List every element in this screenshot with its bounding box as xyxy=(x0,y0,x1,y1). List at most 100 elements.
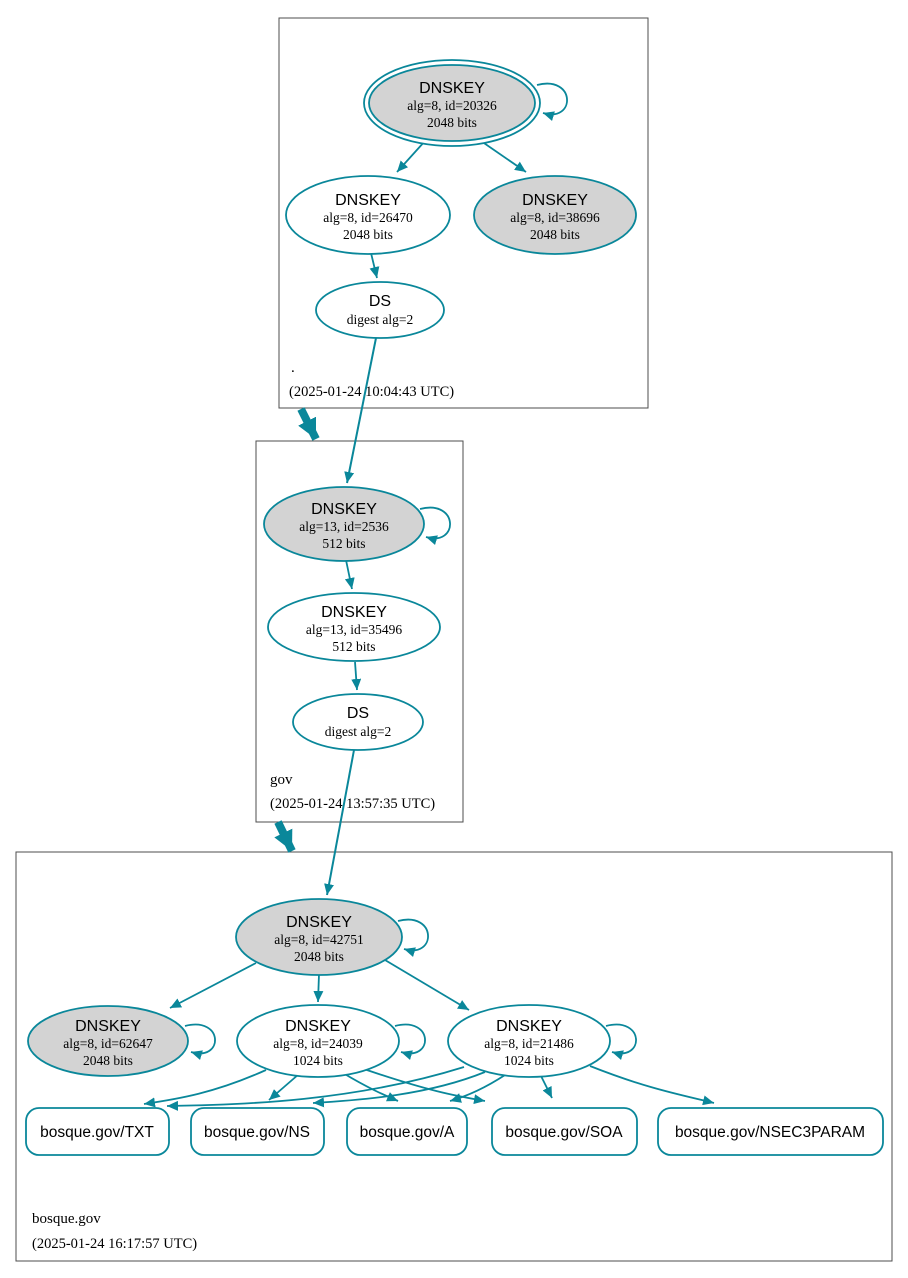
edge-zsk1-to-soa xyxy=(360,1067,486,1105)
zone-label-gov: gov xyxy=(270,772,293,788)
node-bits: 512 bits xyxy=(332,639,375,654)
edge-zsk2-to-txt xyxy=(166,1066,465,1111)
edge-bosque-ksk-to-key2 xyxy=(169,962,257,1009)
edge-root-ksk-selfloop xyxy=(536,82,568,121)
dnskey-ellipse-inner xyxy=(368,64,536,142)
node-detail: alg=8, id=24039 xyxy=(273,1036,363,1051)
node-bits: 2048 bits xyxy=(427,115,477,130)
dnskey-node-bosque-ksk[interactable]: DNSKEY alg=8, id=42751 2048 bits xyxy=(235,898,403,976)
rrset-node-ns[interactable]: bosque.gov/NS xyxy=(190,1107,325,1156)
edge-zsk2-to-nsec3param xyxy=(589,1065,715,1106)
zone-label-bosque: bosque.gov xyxy=(32,1211,101,1227)
node-detail: alg=8, id=20326 xyxy=(407,98,497,113)
dnskey-node-bosque-zsk1[interactable]: DNSKEY alg=8, id=24039 1024 bits xyxy=(236,1004,400,1078)
dnskey-node-root-ksk[interactable]: DNSKEY alg=8, id=20326 2048 bits xyxy=(363,59,541,147)
node-title: DNSKEY xyxy=(522,192,588,209)
node-detail: alg=8, id=21486 xyxy=(484,1036,574,1051)
edge-bosque-ksk-to-zsk2 xyxy=(384,959,470,1011)
node-detail: alg=8, id=26470 xyxy=(323,210,413,225)
node-detail: digest alg=2 xyxy=(325,724,391,739)
dnskey-node-root-standby[interactable]: DNSKEY alg=8, id=38696 2048 bits xyxy=(473,175,637,255)
edge-zsk2-to-a xyxy=(449,1074,506,1103)
edge-zsk1-to-txt xyxy=(143,1069,267,1108)
ds-node-gov[interactable]: DS digest alg=2 xyxy=(292,693,424,751)
node-detail: alg=8, id=42751 xyxy=(274,932,363,947)
dnskey-ellipse xyxy=(263,486,425,562)
edge-zsk2-to-soa xyxy=(540,1075,553,1099)
node-bits: 2048 bits xyxy=(530,227,580,242)
edge-gov-ds-to-bosque-ksk xyxy=(324,749,355,896)
rrset-rect xyxy=(190,1107,325,1156)
edge-gov-ksk-to-zsk xyxy=(344,559,355,590)
rrset-rect xyxy=(346,1107,468,1156)
rrset-rect xyxy=(657,1107,884,1156)
rrset-label: bosque.gov/A xyxy=(360,1124,455,1141)
node-bits: 1024 bits xyxy=(504,1053,554,1068)
edge-gov-zsk-to-ds xyxy=(351,661,362,691)
ds-ellipse xyxy=(315,281,445,339)
edge-bosque-ksk-to-zsk1 xyxy=(313,973,324,1003)
edge-root-ksk-to-zsk xyxy=(396,140,426,173)
node-title: DNSKEY xyxy=(419,80,485,97)
dnskey-ellipse xyxy=(447,1004,611,1078)
edge-zsk1-to-ns xyxy=(268,1073,300,1101)
ds-node-root[interactable]: DS digest alg=2 xyxy=(315,281,445,339)
node-detail: alg=13, id=2536 xyxy=(299,519,389,534)
node-detail: digest alg=2 xyxy=(347,312,413,327)
dnskey-node-gov-zsk[interactable]: DNSKEY alg=13, id=35496 512 bits xyxy=(267,592,441,662)
node-bits: 2048 bits xyxy=(294,949,344,964)
edge-root-zsk-to-ds xyxy=(369,252,380,279)
dnskey-node-root-zsk[interactable]: DNSKEY alg=8, id=26470 2048 bits xyxy=(285,175,451,255)
rrset-label: bosque.gov/NSEC3PARAM xyxy=(675,1124,865,1141)
node-detail: alg=8, id=62647 xyxy=(63,1036,153,1051)
edge-root-ds-to-gov-ksk xyxy=(344,337,377,484)
node-title: DS xyxy=(347,705,369,722)
node-title: DS xyxy=(369,293,391,310)
edge-zsk2-to-ns xyxy=(312,1071,486,1108)
node-title: DNSKEY xyxy=(311,501,377,518)
node-title: DNSKEY xyxy=(496,1018,562,1035)
edge-delegation-gov-to-bosque xyxy=(274,820,296,853)
rrset-node-soa[interactable]: bosque.gov/SOA xyxy=(491,1107,638,1156)
rrset-node-nsec3param[interactable]: bosque.gov/NSEC3PARAM xyxy=(657,1107,884,1156)
rrset-label: bosque.gov/TXT xyxy=(40,1124,154,1141)
dnskey-node-bosque-zsk2[interactable]: DNSKEY alg=8, id=21486 1024 bits xyxy=(447,1004,611,1078)
rrset-node-txt[interactable]: bosque.gov/TXT xyxy=(25,1107,170,1156)
node-title: DNSKEY xyxy=(335,192,401,209)
edge-delegation-root-to-gov xyxy=(297,407,320,441)
node-bits: 2048 bits xyxy=(83,1053,133,1068)
node-bits: 2048 bits xyxy=(343,227,393,242)
rrset-rect xyxy=(491,1107,638,1156)
zone-label-root: . xyxy=(291,360,295,376)
rrset-label: bosque.gov/NS xyxy=(204,1124,310,1141)
rrset-label: bosque.gov/SOA xyxy=(505,1124,623,1141)
zone-timestamp-root: (2025-01-24 10:04:43 UTC) xyxy=(289,384,454,400)
node-bits: 1024 bits xyxy=(293,1053,343,1068)
dnskey-node-bosque-key2[interactable]: DNSKEY alg=8, id=62647 2048 bits xyxy=(27,1005,189,1077)
rrset-node-a[interactable]: bosque.gov/A xyxy=(346,1107,468,1156)
dnskey-ellipse xyxy=(27,1005,189,1077)
dnskey-ellipse xyxy=(473,175,637,255)
edge-zsk1-to-a xyxy=(342,1072,399,1102)
node-title: DNSKEY xyxy=(286,914,352,931)
ds-ellipse xyxy=(292,693,424,751)
node-detail: alg=8, id=38696 xyxy=(510,210,600,225)
node-bits: 512 bits xyxy=(322,536,365,551)
node-title: DNSKEY xyxy=(285,1018,351,1035)
zone-timestamp-gov: (2025-01-24 13:57:35 UTC) xyxy=(270,796,435,812)
dnskey-ellipse xyxy=(267,592,441,662)
node-title: DNSKEY xyxy=(75,1018,141,1035)
zone-timestamp-bosque: (2025-01-24 16:17:57 UTC) xyxy=(32,1236,197,1252)
node-detail: alg=13, id=35496 xyxy=(306,622,402,637)
dnskey-ellipse xyxy=(285,175,451,255)
node-title: DNSKEY xyxy=(321,604,387,621)
edge-bosque-zsk1-selfloop xyxy=(394,1023,426,1060)
edge-bosque-key2-selfloop xyxy=(184,1023,216,1060)
dnskey-ellipse xyxy=(236,1004,400,1078)
dnskey-ellipse xyxy=(235,898,403,976)
edge-bosque-zsk2-selfloop xyxy=(605,1023,637,1060)
rrset-rect xyxy=(25,1107,170,1156)
dnskey-node-gov-ksk[interactable]: DNSKEY alg=13, id=2536 512 bits xyxy=(263,486,425,562)
edge-root-ksk-to-standby xyxy=(480,140,527,173)
